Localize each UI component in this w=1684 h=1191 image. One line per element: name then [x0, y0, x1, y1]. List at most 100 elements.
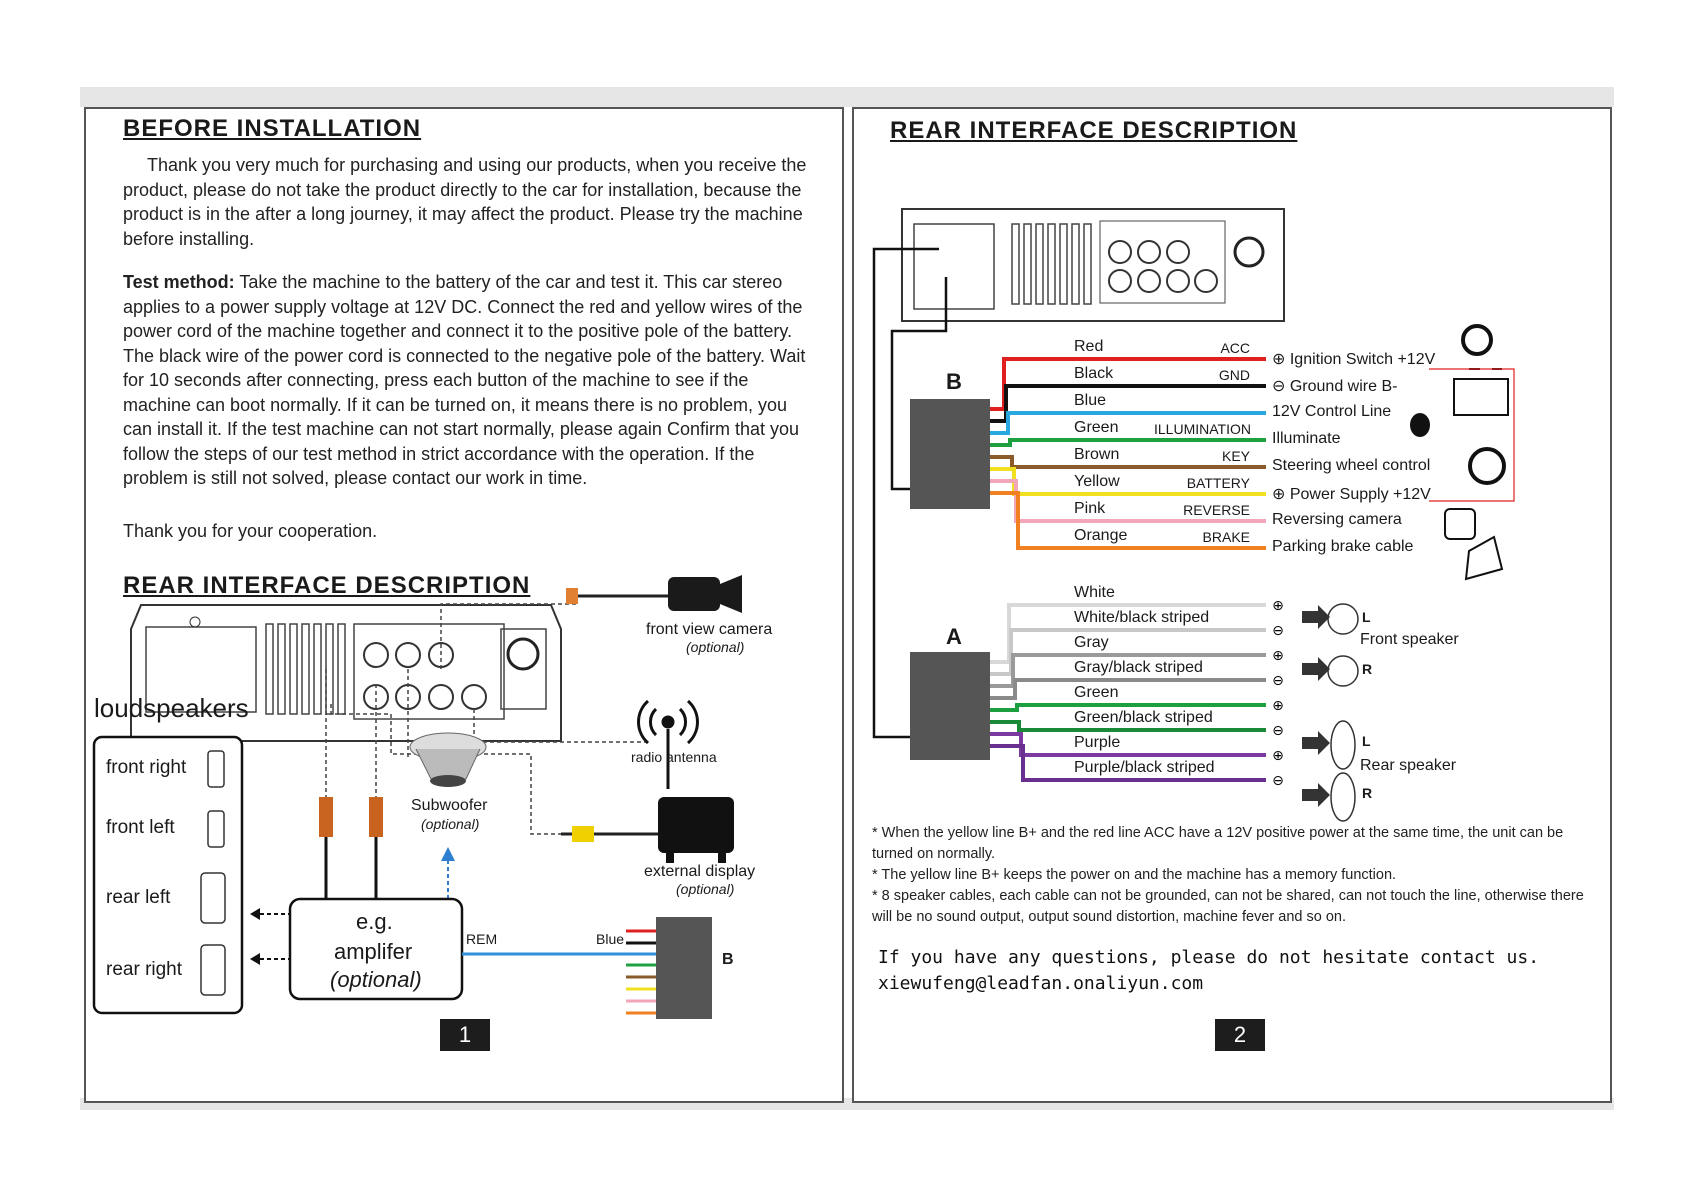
a-wire [990, 720, 1266, 732]
b-wire-blue [990, 411, 1266, 435]
a-wire-polarity: ⊕ [1272, 698, 1284, 714]
a-wire [990, 744, 1266, 782]
speaker-front-right: front right [106, 757, 187, 778]
a-wire-label: Green/black striped [1074, 709, 1213, 726]
b-wire-color-label: Brown [1074, 446, 1120, 463]
a-wire [990, 628, 1266, 676]
right-page: REAR INTERFACE DESCRIPTION ⊕⊖⊕⊖⊕⊖⊕⊖ [852, 107, 1612, 1103]
connector-b-label: B [946, 369, 962, 394]
external-display-optional: (optional) [676, 881, 735, 897]
connector-b-left [656, 917, 712, 1019]
speaker-icons [200, 750, 226, 996]
subwoofer-label: Subwoofer [411, 797, 488, 814]
loudspeakers-box [92, 735, 244, 1015]
radio-antenna-label: radio antenna [631, 749, 717, 765]
connector-a [910, 652, 990, 760]
head-unit-rear [901, 208, 1285, 322]
rem-label: REM [466, 931, 498, 947]
front-camera-optional: (optional) [686, 639, 745, 655]
rca-panel [353, 623, 505, 720]
a-wire-label: Purple [1074, 734, 1121, 751]
reversing-camera-icon [1444, 508, 1476, 540]
battery-icon [1453, 378, 1509, 416]
b-wire-color-label: Black [1074, 365, 1114, 382]
b-wire-color-label: Green [1074, 419, 1119, 436]
notes: * When the yellow line B+ and the red li… [872, 823, 1592, 928]
b-wire-func-label: REVERSE [1183, 502, 1250, 518]
test-method-text: Take the machine to the battery of the c… [123, 272, 806, 488]
connector-a-label: A [946, 624, 962, 649]
a-wire-polarity: ⊖ [1272, 673, 1284, 689]
page-number-2: 2 [1215, 1019, 1265, 1051]
speaker-rear-left: rear left [106, 887, 171, 908]
rear-speaker-label: Rear speaker [1360, 757, 1457, 774]
left-page: BEFORE INSTALLATION Thank you very much … [84, 107, 844, 1103]
rear-speaker-l: L [1362, 733, 1371, 749]
screw-icon [189, 616, 201, 628]
a-wire [990, 653, 1266, 688]
thanks-text: Thank you for your cooperation. [123, 521, 378, 541]
display-icon [658, 797, 734, 853]
amp-line3: (optional) [330, 967, 422, 992]
b-wire-brown [990, 455, 1266, 469]
b-wire-desc-label: Reversing camera [1272, 511, 1402, 528]
contact-email: xiewufeng@leadfan.onaliyun.com [878, 973, 1204, 994]
b-wire-green [990, 438, 1266, 447]
b-wire-black [990, 384, 1266, 423]
speaker-arrows [1302, 605, 1330, 807]
speaker-icons-right [1327, 603, 1359, 822]
rear-speaker-r: R [1362, 785, 1373, 801]
connector-b-label: B [722, 951, 734, 968]
rear-interface-heading-right: REAR INTERFACE DESCRIPTION [890, 117, 1298, 144]
b-wire-orange [990, 491, 1266, 550]
a-wire [990, 703, 1266, 712]
b-wire-func-label: KEY [1221, 448, 1250, 464]
speaker-rear-right: rear right [106, 959, 183, 980]
note-3: * 8 speaker cables, each cable can not b… [872, 888, 1584, 925]
b-wire-func-label: ACC [1220, 340, 1250, 356]
antenna-icon [637, 699, 699, 789]
a-wire-polarity: ⊖ [1272, 723, 1284, 739]
a-wire-label: Purple/black striped [1074, 759, 1215, 776]
b-wire-func-label: BRAKE [1202, 529, 1250, 545]
a-wire-label: White [1074, 584, 1115, 601]
b-wire-color-label: Blue [1074, 392, 1107, 409]
a-wire [990, 732, 1266, 757]
parking-brake-icon [1464, 535, 1504, 581]
left-diagram [92, 575, 742, 1019]
front-speaker-label: Front speaker [1360, 631, 1459, 648]
a-wire-polarity: ⊕ [1272, 648, 1284, 664]
before-installation-heading: BEFORE INSTALLATION [123, 115, 422, 142]
a-wire-polarity: ⊖ [1272, 773, 1284, 789]
front-camera-label: front view camera [646, 621, 773, 638]
intro-paragraph: Thank you very much for purchasing and u… [123, 155, 807, 249]
page-number-1: 1 [440, 1019, 490, 1051]
a-wire-polarity: ⊕ [1272, 598, 1284, 614]
b-wire-desc-label: ⊕ Ignition Switch +12V [1272, 351, 1436, 368]
subwoofer-optional: (optional) [421, 816, 480, 832]
b-wire-desc-label: Illuminate [1272, 430, 1341, 447]
b-wire-color-label: Pink [1074, 500, 1106, 517]
b-wire-desc-label: Steering wheel control [1272, 457, 1431, 474]
antenna-jack [506, 637, 540, 671]
amp-line2: amplifer [334, 939, 413, 964]
note-2: * The yellow line B+ keeps the power on … [872, 867, 1397, 883]
a-wire-label: Green [1074, 684, 1119, 701]
camera-icon [668, 577, 720, 611]
top-band [80, 87, 1614, 107]
amplifier-box [288, 897, 464, 1001]
b-wire-color-label: Red [1074, 338, 1104, 355]
a-wire-label: White/black striped [1074, 609, 1210, 626]
steering-wheel-icon [1468, 447, 1506, 485]
rear-interface-heading-left: REAR INTERFACE DESCRIPTION [123, 572, 531, 599]
b-connector-wires [626, 929, 656, 1015]
b-wire-color-label: Orange [1074, 527, 1128, 544]
speaker-front-left: front left [106, 817, 175, 838]
iso-connector-rear [913, 223, 995, 310]
contact-line1: If you have any questions, please do not… [878, 947, 1540, 968]
b-wire-func-label: GND [1218, 367, 1250, 383]
note-1: * When the yellow line B+ and the red li… [872, 825, 1564, 862]
b-wire-func-label: BATTERY [1186, 475, 1250, 491]
a-wire [990, 678, 1266, 700]
external-display-label: external display [644, 863, 756, 880]
